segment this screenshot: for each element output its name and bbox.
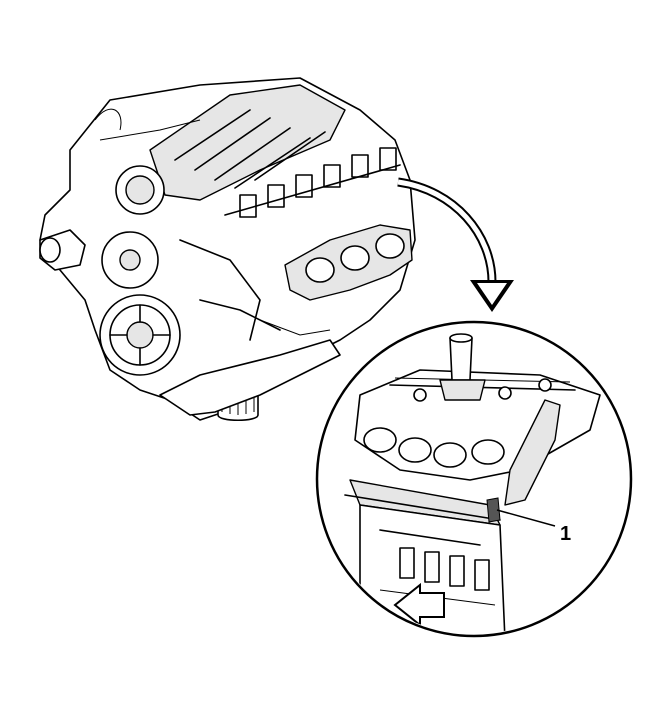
detail-magnifier xyxy=(315,320,633,638)
accessory-pulley xyxy=(101,231,159,289)
water-outlet xyxy=(39,229,86,271)
crankshaft-balancer xyxy=(99,294,181,376)
front-direction-arrow xyxy=(393,582,445,628)
exhaust-manifold xyxy=(284,224,413,301)
intake-manifold xyxy=(149,84,346,201)
detail-view xyxy=(344,333,601,634)
component-1 xyxy=(486,497,501,523)
block-ribs xyxy=(399,547,490,591)
ignition-coils xyxy=(224,147,401,218)
callout-arrow xyxy=(397,177,514,312)
callout-1-leader xyxy=(496,509,556,527)
bolt-row xyxy=(413,378,552,402)
sensor xyxy=(439,333,486,401)
throttle-body xyxy=(115,165,165,215)
callout-1-label: 1 xyxy=(560,523,571,545)
engine-assembly xyxy=(39,77,416,422)
head-ports xyxy=(363,427,505,468)
